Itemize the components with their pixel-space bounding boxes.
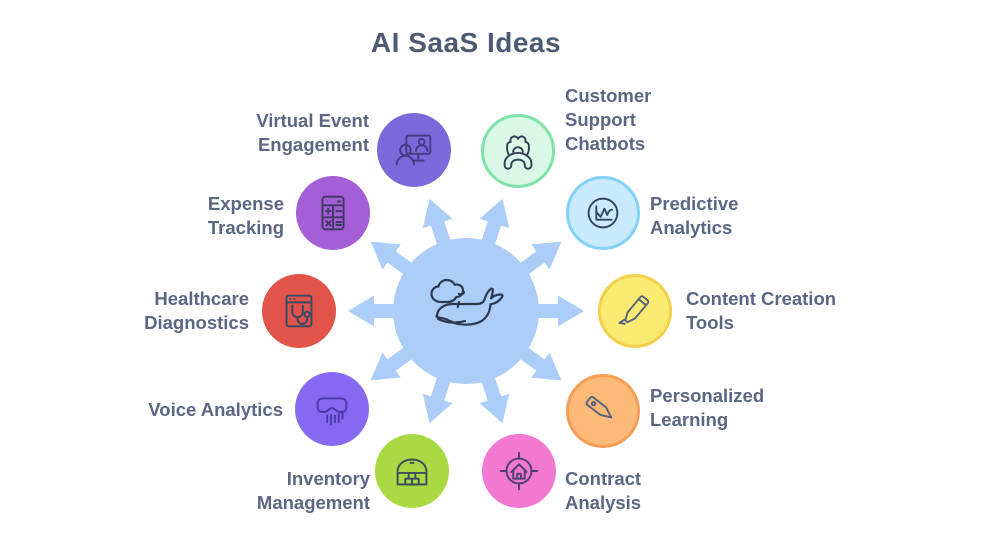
- node-personalized-learning: [566, 374, 640, 448]
- arrow: [348, 295, 432, 327]
- node-label-voice-analytics: Voice Analytics: [148, 399, 283, 420]
- node-label-customer-support-chatbots: Customer Support Chatbots: [565, 85, 652, 154]
- node-predictive-analytics: [566, 176, 640, 250]
- node-inventory-management: [375, 434, 449, 508]
- node-virtual-event-engagement: [377, 113, 451, 187]
- whale-icon: [430, 278, 504, 326]
- page-title: AI SaaS Ideas: [370, 27, 562, 58]
- node-customer-support-chatbots: [481, 114, 555, 188]
- node-label-inventory-management: Inventory Management: [256, 468, 370, 513]
- node-label-healthcare-diagnostics: Healthcare Diagnostics: [144, 288, 249, 333]
- marker-pen-icon: [618, 295, 650, 325]
- node-label-predictive-analytics: Predictive Analytics: [650, 193, 739, 238]
- stethoscope-window-icon: [285, 294, 313, 328]
- node-expense-tracking: [296, 176, 370, 250]
- arrow: [500, 295, 584, 327]
- node-label-virtual-event-engagement: Virtual Event Engagement: [256, 110, 369, 155]
- node-label-content-creation-tools: Content Creation Tools: [686, 288, 837, 333]
- node-contract-analysis: [482, 434, 556, 508]
- node-label-contract-analysis: Contract Analysis: [565, 468, 642, 513]
- node-healthcare-diagnostics: [262, 274, 336, 348]
- support-chatbot-icon: [503, 135, 533, 170]
- node-label-personalized-learning: Personalized Learning: [650, 385, 765, 430]
- price-tag-icon: [585, 395, 613, 419]
- node-voice-analytics: [295, 372, 369, 446]
- voice-mask-waveform-icon: [316, 397, 348, 426]
- node-content-creation-tools: [598, 274, 672, 348]
- hub-circle: [393, 238, 539, 384]
- line-chart-icon: [587, 197, 619, 229]
- node-label-expense-tracking: Expense Tracking: [207, 193, 284, 238]
- target-house-icon: [499, 451, 539, 491]
- warehouse-boxes-icon: [396, 458, 428, 486]
- calculator-icon: [321, 195, 345, 231]
- virtual-meeting-icon: [395, 134, 432, 166]
